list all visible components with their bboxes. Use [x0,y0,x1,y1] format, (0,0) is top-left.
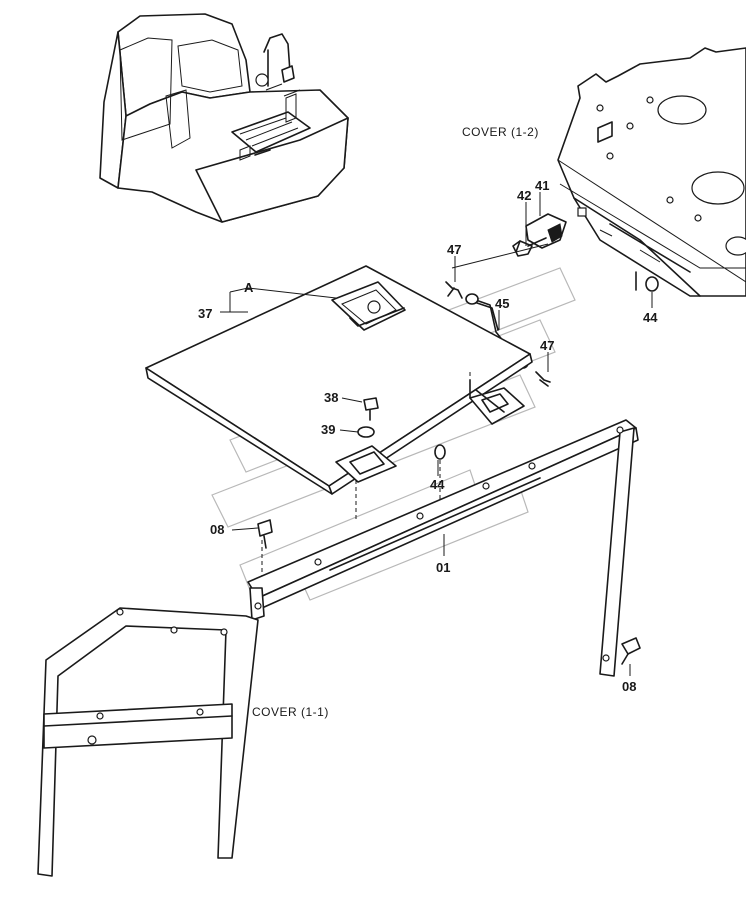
clip-47-right [535,371,551,387]
callout-08-right: 08 [622,679,636,694]
callout-37: 37 [198,306,212,321]
callout-01: 01 [436,560,450,575]
bracket-frame-01 [247,419,639,677]
callout-38: 38 [324,390,338,405]
washer-39 [357,426,375,438]
callout-39: 39 [321,422,335,437]
hinge-upper [469,379,525,425]
callout-08-left: 08 [210,522,224,537]
bolt-08-right [621,637,641,665]
latch-bracket-41 [525,213,567,249]
cover-1-2-title: COVER (1-2) [462,125,539,139]
callout-45: 45 [495,296,509,311]
callout-41: 41 [535,178,549,193]
callout-44-mid: 44 [430,477,445,492]
washer-44-right [645,276,659,292]
bolt-42 [512,237,547,257]
callout-44-right: 44 [643,310,658,325]
callout-42: 42 [517,188,531,203]
bolt-08-left [257,519,273,549]
guide-lines [261,243,549,578]
callout-47-right: 47 [540,338,554,353]
callout-a: A [244,280,254,295]
callout-47-top: 47 [447,242,461,257]
clip-47-top [445,281,463,299]
leader-lines [220,192,653,676]
excavator-thumbnail [99,13,349,223]
cover-1-2-panel [557,47,746,297]
hood-cover-37 [145,265,533,495]
hinge-lower [335,445,397,483]
cover-1-1-title: COVER (1-1) [252,705,329,719]
washer-44-mid [434,444,446,460]
bolt-38 [363,397,379,421]
cover-1-1-frame [37,607,259,877]
